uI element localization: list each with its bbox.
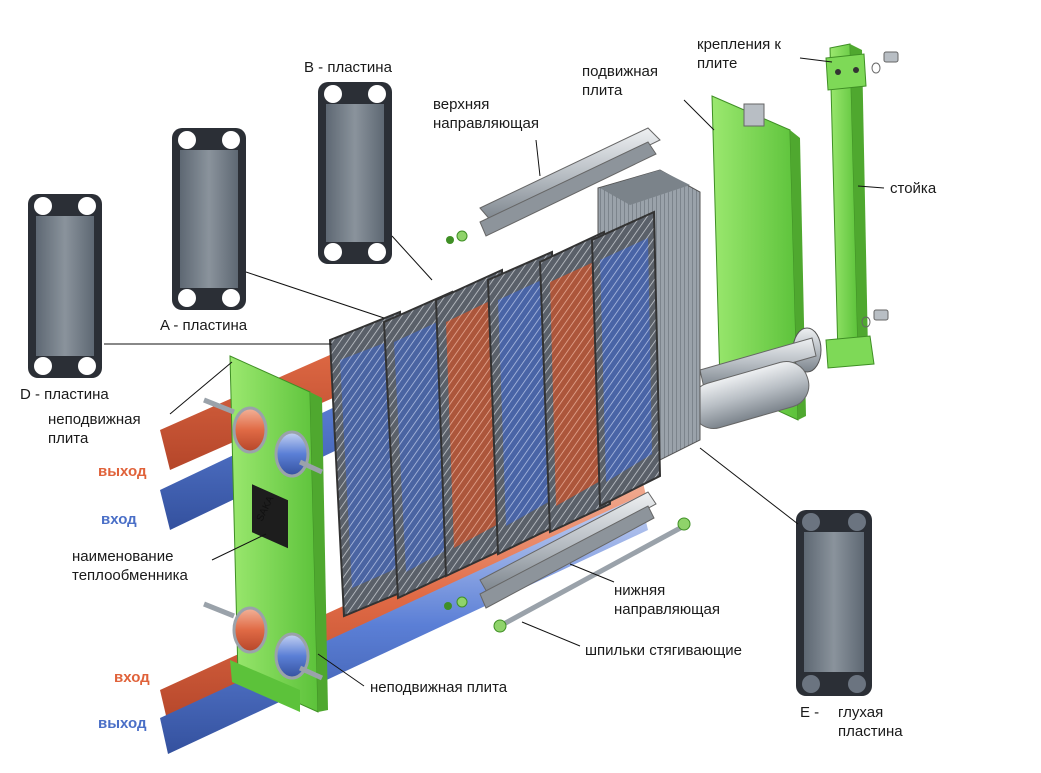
- label-bottom-guide-1: нижняя: [614, 582, 666, 599]
- label-outlet-cold: выход: [98, 715, 147, 732]
- label-tie-rods: шпильки стягивающие: [585, 642, 743, 659]
- label-plate-b: B - пластина: [304, 59, 392, 76]
- plate-e-view: [796, 510, 872, 696]
- label-outlet-hot: выход: [98, 463, 147, 480]
- label-plate-e-2: глухая: [838, 704, 884, 721]
- label-inlet-cold: вход: [101, 511, 137, 528]
- nameplate: [252, 484, 288, 549]
- plate-frames: [328, 210, 662, 618]
- label-plate-a: A - пластина: [160, 317, 248, 334]
- plate-a-view: [172, 128, 246, 310]
- label-movable-plate-2: плита: [582, 82, 623, 99]
- label-plate-e-1: E -: [800, 704, 820, 721]
- label-nameplate-2: теплообменника: [72, 567, 188, 584]
- label-movable-plate-1: подвижная: [582, 63, 659, 80]
- top-guide-bar: [446, 127, 661, 244]
- support-column: [825, 43, 899, 369]
- bottom-guide-bar: [444, 491, 657, 610]
- label-mounts-2: плите: [697, 55, 738, 72]
- label-top-guide-2: направляющая: [433, 115, 539, 132]
- label-mounts-1: крепления к: [697, 36, 781, 53]
- label-inlet-hot: вход: [114, 669, 150, 686]
- label-fixed-plate-side-1: неподвижная: [48, 411, 141, 428]
- fixed-frame-plate: SAKA: [203, 355, 328, 713]
- label-nameplate-1: наименование: [72, 548, 174, 565]
- label-plate-d: D - пластина: [20, 386, 109, 403]
- label-top-guide-1: верхняя: [433, 96, 490, 113]
- leader-lines: [104, 57, 885, 687]
- plate-b-view: [318, 82, 392, 264]
- tie-rod: [493, 517, 691, 633]
- plate-d-view: [28, 194, 102, 378]
- label-fixed-plate-bottom: неподвижная плита: [370, 679, 508, 696]
- label-column: стойка: [890, 180, 937, 197]
- label-fixed-plate-side-2: плита: [48, 430, 89, 447]
- label-bottom-guide-2: направляющая: [614, 601, 720, 618]
- label-plate-e-3: пластина: [838, 723, 903, 740]
